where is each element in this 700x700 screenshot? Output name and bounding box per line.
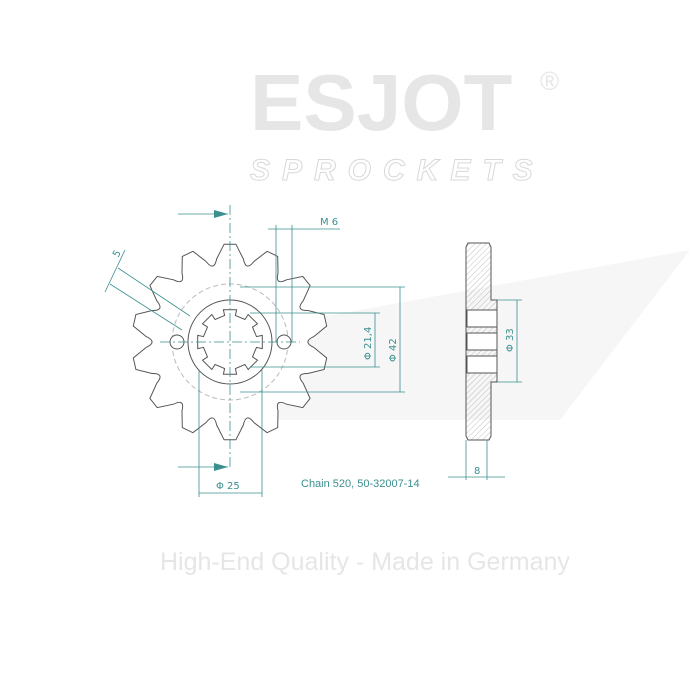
- watermark-registered: ®: [540, 66, 559, 96]
- dim-inner-dia: Φ 21,4: [363, 327, 374, 360]
- dim-side-dia: Φ 33: [505, 328, 516, 352]
- watermark-tagline: High-End Quality - Made in Germany: [160, 548, 570, 576]
- watermark-sub: SPROCKETS: [250, 154, 545, 187]
- dim-hub-dia: Φ 25: [216, 481, 240, 492]
- dim-bolt: M 6: [320, 217, 338, 228]
- side-view: Φ 33 8: [448, 242, 522, 480]
- dim-thickness: 8: [474, 466, 480, 477]
- spline-bore: [197, 309, 263, 375]
- caption: Chain 520, 50-32007-14: [301, 478, 420, 490]
- dimensions: M 6 5 Φ 21,4 Φ 42 Φ 25: [104, 210, 405, 497]
- watermark-brand: ESJOT: [250, 58, 512, 147]
- dim-outer-dia: Φ 42: [388, 338, 399, 362]
- dim-offset: 5: [111, 248, 124, 259]
